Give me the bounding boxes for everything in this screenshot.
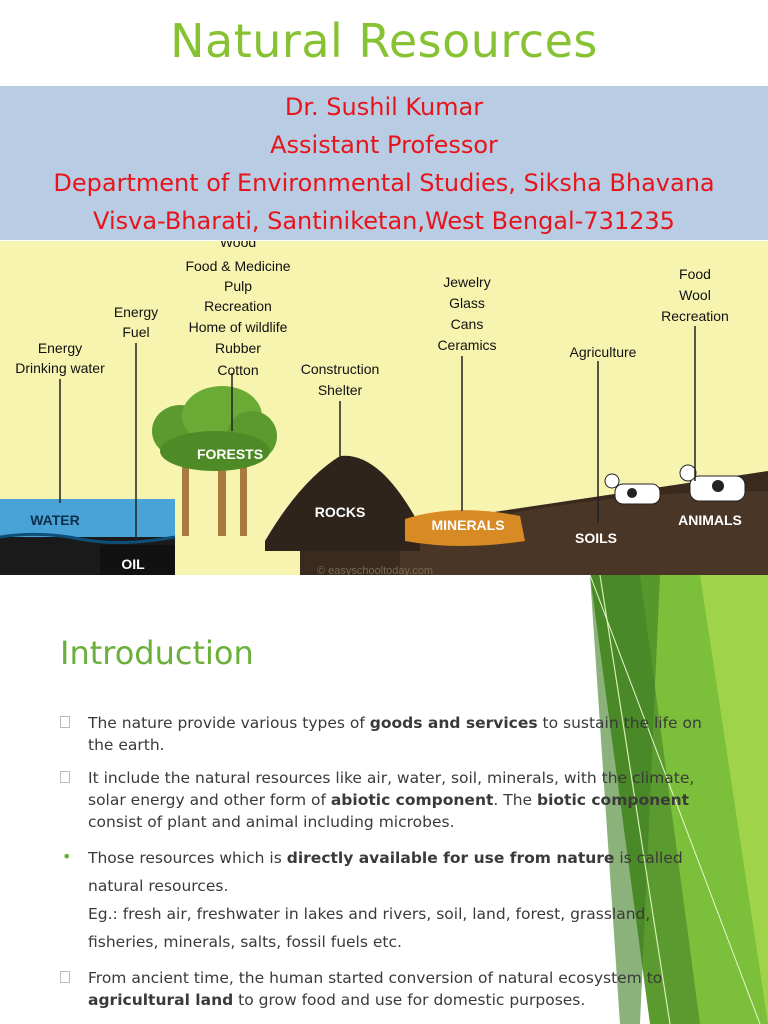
rock-use-1: Construction xyxy=(301,361,380,377)
label-minerals: MINERALS xyxy=(431,517,504,533)
forest-use-5: Home of wildlife xyxy=(189,319,288,335)
label-oil: OIL xyxy=(121,556,145,572)
author-name: Dr. Sushil Kumar xyxy=(284,93,484,121)
water-use-2: Drinking water xyxy=(15,360,105,376)
bullet-box-icon xyxy=(60,771,70,783)
rock-mound xyxy=(265,455,420,551)
mineral-use-1: Jewelry xyxy=(443,274,490,290)
mineral-pile xyxy=(405,510,525,546)
bullet-dot-icon: • xyxy=(62,847,72,866)
forest-use-6: Rubber xyxy=(215,340,261,356)
label-animals: ANIMALS xyxy=(678,512,742,528)
introduction-heading: Introduction xyxy=(60,634,254,672)
label-forests: FORESTS xyxy=(197,446,263,462)
mineral-use-2: Glass xyxy=(449,295,485,311)
natural-resources-illustration: Energy Drinking water Energy Fuel Wood F… xyxy=(0,241,768,575)
oil-use-1: Energy xyxy=(114,304,158,320)
label-soils: SOILS xyxy=(575,530,617,546)
intro-bullet-list: The nature provide various types of good… xyxy=(60,712,710,1022)
bullet-definition: • Those resources which is directly avai… xyxy=(60,844,710,956)
mineral-use-4: Ceramics xyxy=(437,337,496,353)
label-water: WATER xyxy=(30,512,80,528)
animal-use-2: Wool xyxy=(679,287,711,303)
author-info-box: Dr. Sushil Kumar Assistant Professor Dep… xyxy=(0,86,768,240)
bullet-box-icon xyxy=(60,971,70,983)
mineral-use-3: Cans xyxy=(451,316,484,332)
label-rocks: ROCKS xyxy=(315,504,366,520)
rock-use-2: Shelter xyxy=(318,382,363,398)
illustration-watermark: © easyschooltoday.com xyxy=(317,565,433,575)
examples-text: Eg.: fresh air, freshwater in lakes and … xyxy=(88,905,651,951)
water-use-1: Energy xyxy=(38,340,82,356)
animal-use-3: Recreation xyxy=(661,308,729,324)
author-position: Assistant Professor xyxy=(270,131,498,159)
author-institution: Visva-Bharati, Santiniketan,West Bengal-… xyxy=(93,207,675,235)
forest-use-3: Pulp xyxy=(224,278,252,294)
forest-use-1: Wood xyxy=(220,241,256,250)
forest-use-2: Food & Medicine xyxy=(185,258,290,274)
bullet-box-icon xyxy=(60,716,70,728)
slide-title: Natural Resources xyxy=(170,14,598,68)
slide-decoration xyxy=(589,575,768,1024)
oil-use-2: Fuel xyxy=(122,324,149,340)
forest-use-7: Cotton xyxy=(217,362,258,378)
bullet-ancient-conversion: From ancient time, the human started con… xyxy=(60,967,710,1011)
soil-use-1: Agriculture xyxy=(570,344,637,360)
forest-use-4: Recreation xyxy=(204,298,272,314)
forest-trees xyxy=(152,386,277,536)
bullet-abiotic-biotic: It include the natural resources like ai… xyxy=(60,767,710,833)
animal-use-1: Food xyxy=(679,266,711,282)
bullet-goods-services: The nature provide various types of good… xyxy=(60,712,710,756)
animals-cows xyxy=(604,464,746,505)
author-department: Department of Environmental Studies, Sik… xyxy=(53,169,715,197)
